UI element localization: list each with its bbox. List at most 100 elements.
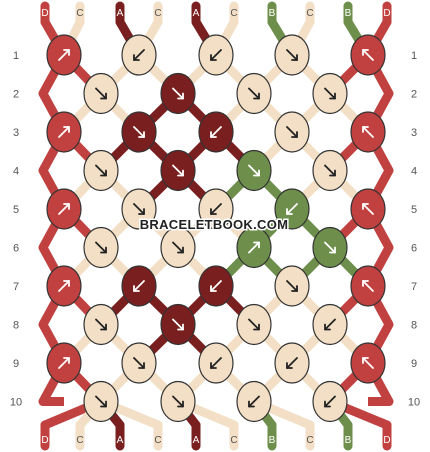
arrow-icon xyxy=(362,49,374,61)
knot[interactable] xyxy=(83,149,119,192)
knot[interactable] xyxy=(83,303,119,346)
knot[interactable] xyxy=(83,226,119,269)
knot[interactable] xyxy=(83,72,119,115)
arrow-shaft xyxy=(248,318,260,331)
arrow-shaft xyxy=(172,395,184,408)
arrow-shaft xyxy=(362,203,374,215)
arrow-head xyxy=(286,362,293,369)
arrow-head xyxy=(329,246,336,254)
arrow-head xyxy=(362,357,369,364)
arrow-head xyxy=(362,126,369,133)
knot[interactable] xyxy=(274,34,310,76)
arrow-head xyxy=(253,241,260,249)
arrow-icon xyxy=(133,280,145,292)
knot[interactable] xyxy=(198,188,234,230)
knot[interactable] xyxy=(350,265,386,307)
knot[interactable] xyxy=(236,72,272,115)
knot[interactable] xyxy=(236,149,272,192)
arrow-icon xyxy=(248,241,260,254)
knot[interactable] xyxy=(236,303,272,346)
knot[interactable] xyxy=(46,188,82,230)
arrow-head xyxy=(324,323,331,331)
knot[interactable] xyxy=(312,226,348,269)
arrow-head xyxy=(286,208,293,215)
arrow-shaft xyxy=(362,357,374,369)
arrow-shaft xyxy=(133,357,145,369)
knot[interactable] xyxy=(46,342,82,384)
arrow-icon xyxy=(324,395,336,408)
top-strand-label: C xyxy=(154,8,161,19)
knot[interactable] xyxy=(160,149,196,192)
arrow-head xyxy=(63,280,70,287)
knot[interactable] xyxy=(83,380,119,423)
knot[interactable] xyxy=(198,34,234,76)
row-number-right: 8 xyxy=(411,320,417,332)
knot[interactable] xyxy=(274,265,310,307)
knot[interactable] xyxy=(160,72,196,115)
knot[interactable] xyxy=(312,380,348,423)
arrow-icon xyxy=(248,395,260,408)
arrow-head xyxy=(253,92,260,100)
knot[interactable] xyxy=(46,265,82,307)
arrow-icon xyxy=(172,241,184,254)
arrow-icon xyxy=(95,395,107,408)
knot[interactable] xyxy=(350,188,386,230)
knot[interactable] xyxy=(312,149,348,192)
row-number-right: 9 xyxy=(411,358,417,370)
arrow-icon xyxy=(248,318,260,331)
arrow-icon xyxy=(58,49,70,61)
arrow-icon xyxy=(324,164,336,177)
knot[interactable] xyxy=(160,226,196,269)
row-number-right: 6 xyxy=(411,243,417,255)
arrow-shaft xyxy=(58,126,70,138)
arrow-icon xyxy=(172,395,184,408)
arrow-shaft xyxy=(210,357,222,369)
knot[interactable] xyxy=(121,34,157,76)
knot[interactable] xyxy=(236,226,272,269)
arrow-icon xyxy=(286,203,298,215)
knot[interactable] xyxy=(121,342,157,384)
arrow-shaft xyxy=(95,241,107,254)
knot[interactable] xyxy=(198,111,234,153)
arrow-icon xyxy=(58,203,70,215)
arrow-shaft xyxy=(210,280,222,292)
knot[interactable] xyxy=(46,34,82,76)
row-number-right: 5 xyxy=(411,204,417,216)
knot[interactable] xyxy=(350,111,386,153)
knot[interactable] xyxy=(312,72,348,115)
arrow-icon xyxy=(172,318,184,331)
row-number-left: 10 xyxy=(10,397,22,409)
arrow-shaft xyxy=(133,49,145,61)
top-strand-label: C xyxy=(230,8,237,19)
knot[interactable] xyxy=(274,188,310,230)
knot[interactable] xyxy=(236,380,272,423)
arrow-head xyxy=(100,400,107,408)
row-number-right: 3 xyxy=(411,127,417,139)
arrow-head xyxy=(210,54,217,61)
knot[interactable] xyxy=(274,111,310,153)
arrow-shaft xyxy=(210,49,222,61)
knot[interactable] xyxy=(160,303,196,346)
knot[interactable] xyxy=(121,265,157,307)
knot[interactable] xyxy=(160,380,196,423)
arrow-shaft xyxy=(172,318,184,331)
knot[interactable] xyxy=(198,342,234,384)
knot[interactable] xyxy=(46,111,82,153)
arrow-icon xyxy=(362,357,374,369)
knot[interactable] xyxy=(350,342,386,384)
arrow-head xyxy=(210,208,217,215)
knot[interactable] xyxy=(121,111,157,153)
arrow-head xyxy=(362,280,369,287)
arrow-head xyxy=(177,323,184,331)
arrow-shaft xyxy=(362,126,374,138)
knot[interactable] xyxy=(274,342,310,384)
knot[interactable] xyxy=(350,34,386,76)
knot[interactable] xyxy=(312,303,348,346)
arrow-shaft xyxy=(172,241,184,254)
row-number-left: 1 xyxy=(13,50,19,62)
arrow-icon xyxy=(324,241,336,254)
bottom-strand-label: A xyxy=(117,435,124,446)
knot[interactable] xyxy=(198,265,234,307)
knot[interactable] xyxy=(121,188,157,230)
